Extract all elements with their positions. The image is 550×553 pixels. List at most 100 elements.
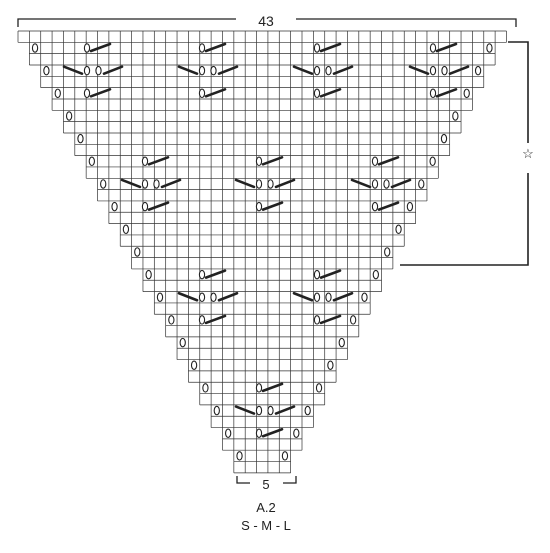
decrease-bar-icon bbox=[261, 155, 284, 166]
yarn-over-icon bbox=[156, 292, 164, 302]
yarn-over-icon bbox=[236, 451, 243, 461]
yarn-over-icon bbox=[179, 337, 186, 348]
yarn-over-icon bbox=[153, 179, 160, 189]
decrease-bar-icon bbox=[435, 42, 458, 53]
decrease-bar-icon bbox=[319, 42, 342, 53]
decrease-bar-icon bbox=[147, 201, 170, 211]
yarn-over-icon bbox=[313, 315, 321, 325]
yarn-over-icon bbox=[255, 201, 263, 212]
yarn-over-icon bbox=[198, 88, 206, 99]
yarn-over-icon bbox=[65, 111, 73, 121]
decrease-bar-icon bbox=[332, 291, 354, 302]
yarn-over-icon bbox=[43, 65, 50, 76]
decrease-bar-icon bbox=[261, 382, 284, 393]
yarn-over-icon bbox=[361, 292, 368, 302]
yarn-over-icon bbox=[198, 65, 206, 76]
yarn-over-icon bbox=[54, 88, 61, 99]
yarn-over-icon bbox=[210, 65, 217, 76]
yarn-over-icon bbox=[141, 201, 149, 212]
yarn-over-icon bbox=[325, 65, 332, 76]
bottom-width-label: 5 bbox=[262, 477, 269, 492]
decrease-bar-icon bbox=[102, 65, 124, 75]
decrease-bar-icon bbox=[177, 65, 199, 75]
yarn-over-icon bbox=[95, 65, 102, 76]
decrease-bar-icon bbox=[234, 178, 256, 189]
decrease-bar-icon bbox=[89, 88, 112, 98]
yarn-over-icon bbox=[441, 65, 448, 76]
yarn-over-icon bbox=[83, 88, 91, 99]
decrease-bar-icon bbox=[217, 291, 239, 302]
yarn-over-icon bbox=[349, 315, 357, 325]
yarn-over-icon bbox=[384, 247, 391, 257]
yarn-over-icon bbox=[267, 405, 274, 416]
decrease-bar-icon bbox=[120, 178, 142, 189]
yarn-over-icon bbox=[141, 179, 149, 189]
yarn-over-icon bbox=[31, 43, 39, 53]
decrease-bar-icon bbox=[204, 269, 227, 279]
decrease-bar-icon bbox=[62, 65, 84, 75]
yarn-over-icon bbox=[463, 88, 470, 99]
yarn-over-icon bbox=[313, 65, 321, 76]
yarn-over-icon bbox=[474, 65, 482, 76]
decrease-bar-icon bbox=[435, 88, 458, 98]
repeat-bracket bbox=[400, 41, 529, 266]
bottom-width-bracket bbox=[236, 476, 297, 484]
yarn-over-icon bbox=[440, 133, 448, 144]
yarn-over-icon bbox=[383, 179, 390, 189]
yarn-over-icon bbox=[371, 201, 379, 212]
decrease-bar-icon bbox=[234, 405, 256, 415]
decrease-bar-icon bbox=[390, 178, 412, 189]
yarn-over-icon bbox=[111, 201, 118, 212]
grid-lines bbox=[17, 30, 507, 474]
yarn-over-icon bbox=[313, 269, 321, 280]
yarn-over-icon bbox=[293, 428, 300, 438]
yarn-over-icon bbox=[83, 65, 91, 76]
yarn-over-icon bbox=[255, 156, 263, 167]
width-and-repeat-markers: 43 ☆ 5 A.2 S - M - L bbox=[17, 13, 534, 533]
decrease-bar-icon bbox=[408, 65, 430, 75]
decrease-bar-icon bbox=[292, 65, 314, 75]
yarn-over-icon bbox=[486, 43, 493, 53]
decrease-bar-icon bbox=[377, 155, 400, 166]
chart-name: A.2 bbox=[256, 500, 276, 515]
yarn-over-icon bbox=[452, 111, 459, 121]
top-width-label: 43 bbox=[258, 13, 274, 29]
decrease-bar-icon bbox=[319, 88, 342, 98]
yarn-over-icon bbox=[304, 405, 311, 416]
yarn-over-icon bbox=[418, 179, 425, 189]
yarn-over-icon bbox=[202, 383, 209, 393]
decrease-bar-icon bbox=[319, 269, 342, 279]
yarn-over-icon bbox=[122, 224, 130, 235]
decrease-bar-icon bbox=[204, 42, 227, 53]
decrease-bar-icon bbox=[274, 405, 296, 415]
decrease-bar-icon bbox=[204, 88, 227, 98]
decrease-bar-icon bbox=[160, 178, 182, 189]
yarn-over-icon bbox=[88, 156, 95, 167]
repeat-mark: ☆ bbox=[522, 146, 534, 161]
yarn-over-icon bbox=[198, 43, 206, 53]
yarn-over-icon bbox=[325, 292, 332, 303]
chart-edge-yarn-overs bbox=[31, 43, 493, 461]
yarn-over-icon bbox=[83, 43, 91, 53]
yarn-over-icon bbox=[255, 383, 263, 393]
decrease-bar-icon bbox=[332, 65, 354, 75]
chart-grid bbox=[17, 30, 507, 474]
yarn-over-icon bbox=[255, 179, 263, 189]
yarn-over-icon bbox=[267, 179, 274, 189]
yarn-over-icon bbox=[255, 405, 263, 416]
yarn-over-icon bbox=[315, 383, 323, 393]
yarn-over-icon bbox=[281, 451, 289, 461]
size-label: S - M - L bbox=[241, 518, 291, 533]
yarn-over-icon bbox=[429, 156, 436, 167]
yarn-over-icon bbox=[213, 405, 220, 416]
yarn-over-icon bbox=[225, 428, 232, 438]
decrease-bar-icon bbox=[89, 42, 112, 53]
decrease-bar-icon bbox=[204, 314, 227, 325]
yarn-over-icon bbox=[313, 88, 321, 99]
top-width-bracket-right bbox=[296, 18, 517, 27]
yarn-over-icon bbox=[406, 201, 414, 212]
yarn-over-icon bbox=[371, 179, 379, 189]
yarn-over-icon bbox=[338, 337, 345, 348]
decrease-bar-icon bbox=[274, 178, 296, 189]
yarn-over-icon bbox=[371, 156, 379, 167]
